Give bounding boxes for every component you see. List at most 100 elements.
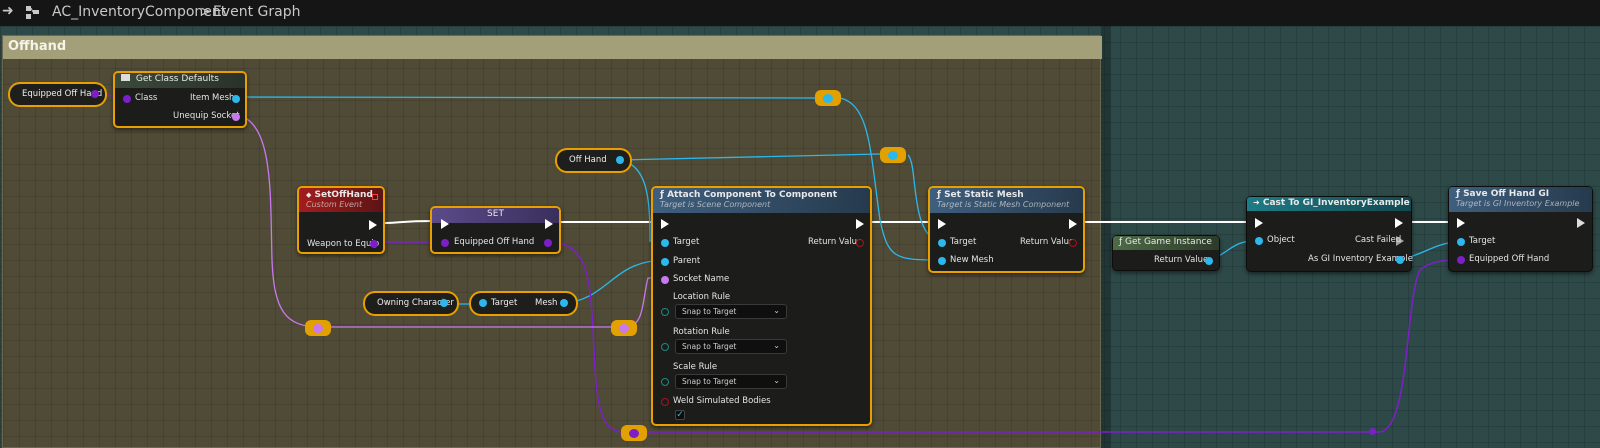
reroute-node[interactable] [621,425,647,441]
class-input-pin[interactable] [123,95,131,103]
nav-arrow-icon[interactable]: ➜ [2,3,14,19]
scale-rule-dropdown[interactable]: Snap to Target ⌄ [675,374,787,389]
node-title: SetOffHand [314,190,373,200]
get-game-instance-node[interactable]: ƒ Get Game Instance Return Value [1112,235,1220,271]
as-gi-output-pin[interactable] [1396,256,1404,264]
save-off-hand-gi-node[interactable]: ƒ Save Off Hand GI Target is GI Inventor… [1448,186,1593,272]
exec-input-pin[interactable] [1255,218,1263,228]
reroute-node[interactable] [305,320,331,336]
target-input-pin[interactable] [1457,238,1465,246]
comment-title[interactable]: Offhand [3,36,1102,59]
dropdown-value: Snap to Target [682,342,737,351]
target-label: Target [950,237,977,247]
exec-output-pin[interactable] [856,219,864,229]
function-icon: ƒ [1119,237,1123,247]
exec-output-pin[interactable] [1577,218,1585,228]
weld-checkbox[interactable]: ✓ [675,410,685,420]
target-input-pin[interactable] [479,299,487,307]
off-hand-variable[interactable]: Off Hand [557,150,630,171]
rotation-rule-dropdown[interactable]: Snap to Target ⌄ [675,339,787,354]
new-mesh-input-pin[interactable] [938,257,946,265]
exec-input-pin[interactable] [1457,218,1465,228]
node-subtitle: Target is GI Inventory Example [1456,199,1580,208]
exec-input-pin[interactable] [661,219,669,229]
set-variable-node[interactable]: SET Equipped Off Hand [430,206,561,254]
location-rule-pin[interactable] [661,308,669,316]
weld-pin[interactable] [661,398,669,406]
socket-name-input-pin[interactable] [661,276,669,284]
cast-failed-label: Cast Failed [1355,235,1402,245]
cast-failed-exec-pin[interactable] [1396,236,1404,246]
dropdown-value: Snap to Target [682,377,737,386]
reroute-pin[interactable] [313,323,323,333]
value-input-pin[interactable] [441,239,449,247]
node-title: Save Off Hand GI [1463,189,1550,199]
object-output-pin[interactable] [440,299,448,307]
value-output-pin[interactable] [544,239,552,247]
chevron-down-icon: ⌄ [773,341,780,350]
exec-input-pin[interactable] [441,219,449,229]
dropdown-value: Snap to Target [682,307,737,316]
unequip-socket-output-pin[interactable] [232,113,240,121]
breadcrumb-component[interactable]: AC_InventoryComponent [52,4,227,20]
target-label: Target [1469,236,1496,246]
event-diamond-icon: ◆ [306,191,312,199]
weld-simulated-bodies-label: Weld Simulated Bodies [673,396,771,406]
exec-output-pin[interactable] [545,219,553,229]
reroute-pin[interactable] [888,150,898,160]
return-bool-pin[interactable] [856,239,864,247]
get-class-defaults-node[interactable]: Get Class Defaults Class Item Mesh Unequ… [113,71,247,128]
graph-icon [26,6,40,24]
equipped-off-hand-input-pin[interactable] [1457,256,1465,264]
reroute-pin[interactable] [823,93,833,103]
mesh-output-pin[interactable] [560,299,568,307]
parent-input-pin[interactable] [661,258,669,266]
weapon-output-pin[interactable] [370,240,378,248]
socket-name-label: Socket Name [673,274,730,284]
target-input-pin[interactable] [938,239,946,247]
target-input-pin[interactable] [661,239,669,247]
reroute-node[interactable] [611,320,637,336]
rotation-rule-pin[interactable] [661,343,669,351]
checkmark-icon: ✓ [676,410,684,420]
variable-label: Owning Character [377,298,454,308]
item-mesh-output-pin[interactable] [232,95,240,103]
node-title: Get Game Instance [1125,237,1212,247]
comment-shadow [1101,26,1111,448]
return-bool-pin[interactable] [1069,239,1077,247]
wire-knot[interactable] [1369,428,1376,435]
exec-output-pin[interactable] [1069,219,1077,229]
scale-rule-pin[interactable] [661,378,669,386]
breadcrumb-page[interactable]: Event Graph [213,4,301,20]
object-input-pin[interactable] [1255,237,1263,245]
object-output-pin[interactable] [616,156,624,164]
set-off-hand-event-node[interactable]: ◆ SetOffHand Custom Event Weapon to Equi… [297,186,385,254]
cast-to-gi-node[interactable]: ➜ Cast To GI_InventoryExample Object Cas… [1246,196,1413,272]
reroute-pin[interactable] [629,428,639,438]
mesh-getter-node[interactable]: Target Mesh [471,293,576,314]
delegate-pin[interactable] [372,194,378,200]
item-mesh-label: Item Mesh [190,93,235,103]
node-subtitle: Target is Static Mesh Component [937,200,1070,209]
equipped-off-hand-variable[interactable]: Equipped Off Hand [10,84,105,105]
exec-input-pin[interactable] [938,219,946,229]
reroute-node[interactable] [880,147,906,163]
owning-character-variable[interactable]: Owning Character [365,293,457,314]
set-static-mesh-node[interactable]: ƒ Set Static Mesh Target is Static Mesh … [928,186,1085,273]
location-rule-dropdown[interactable]: Snap to Target ⌄ [675,304,787,319]
as-gi-label: As GI Inventory Example [1308,254,1413,264]
object-label: Object [1267,235,1295,245]
reroute-pin[interactable] [619,323,629,333]
attach-component-node[interactable]: ƒ Attach Component To Component Target i… [651,186,872,426]
weapon-to-equip-label: Weapon to Equip [307,239,380,249]
class-output-pin[interactable] [91,90,99,98]
exec-output-pin[interactable] [369,220,377,230]
node-title: SET [487,209,504,219]
reroute-node[interactable] [815,90,841,106]
mesh-label: Mesh [535,298,558,308]
parent-label: Parent [673,256,701,266]
node-title: Set Static Mesh [944,190,1024,200]
exec-output-pin[interactable] [1395,218,1403,228]
return-output-pin[interactable] [1205,257,1213,265]
breadcrumb-separator: > [200,4,212,20]
